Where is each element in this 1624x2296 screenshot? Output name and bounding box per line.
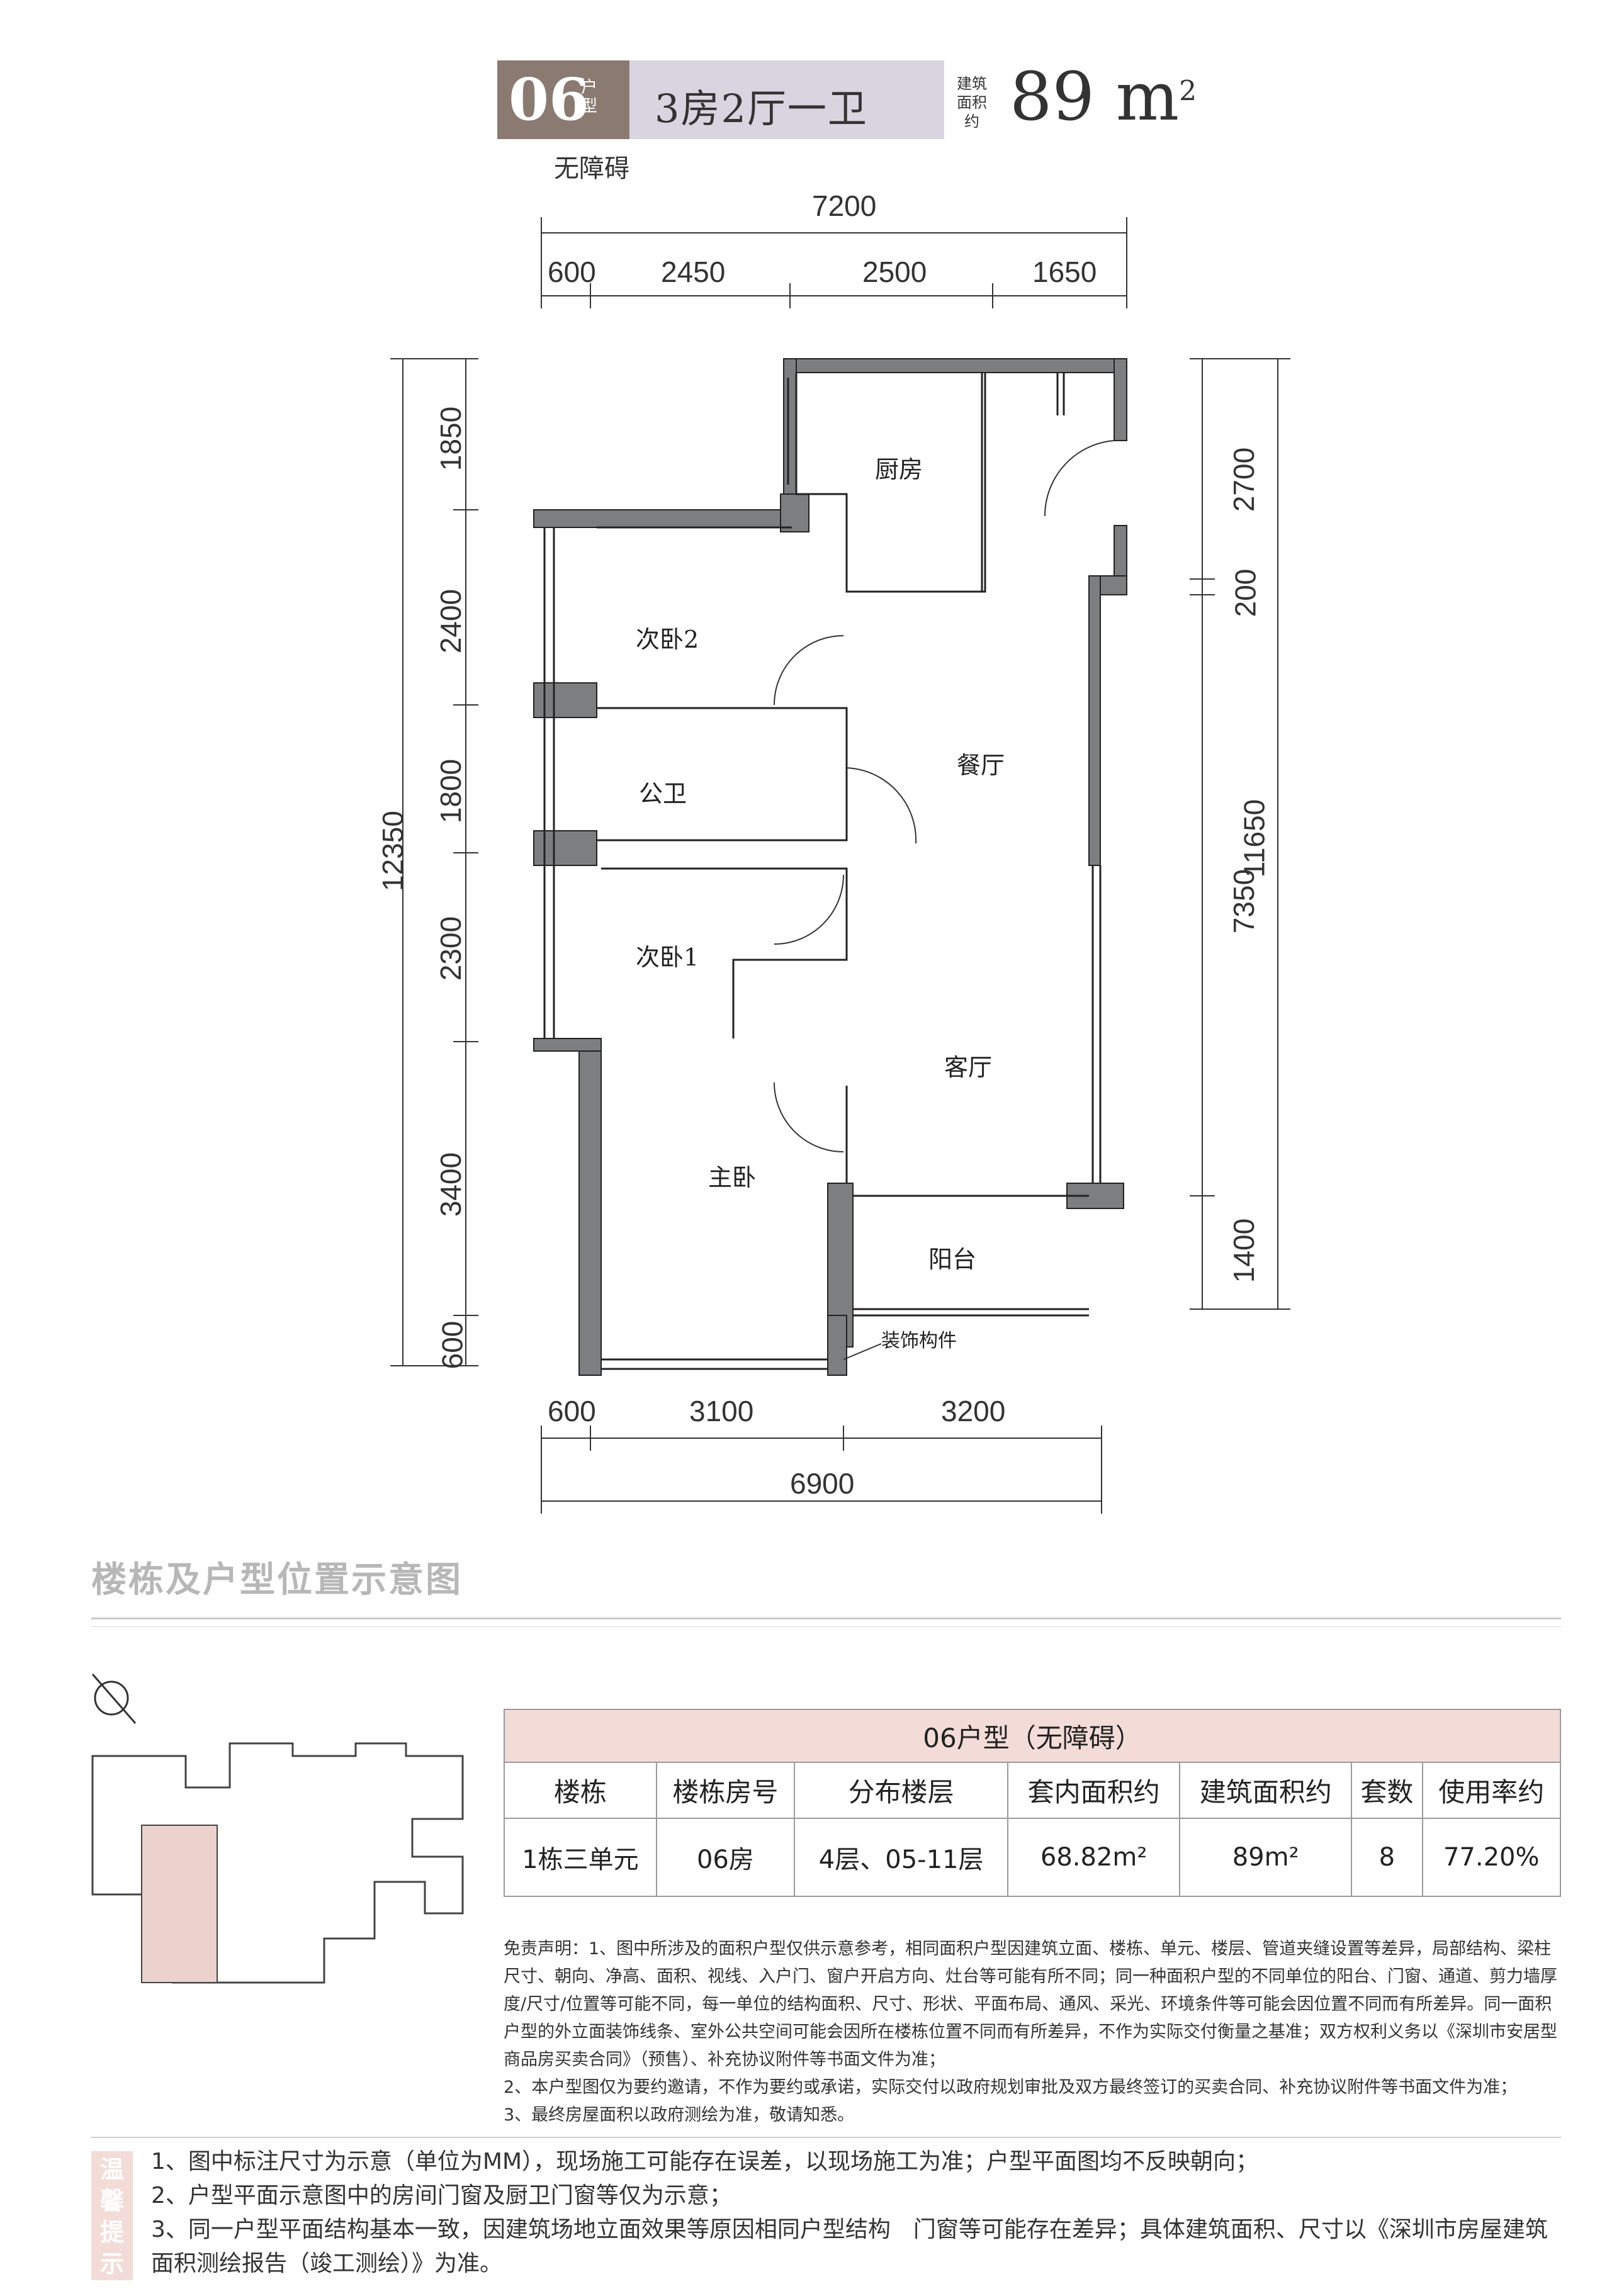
dim-top-seg: 2500 bbox=[862, 256, 927, 288]
dim-bottom-seg: 600 bbox=[548, 1395, 596, 1427]
table-cell: 77.20% bbox=[1421, 1818, 1561, 1897]
tips: 1、图中标注尺寸为示意（单位为MM），现场施工可能存在误差，以现场施工为准；户型… bbox=[151, 2145, 1561, 2281]
dim-right-seg: 7350 bbox=[1227, 869, 1261, 934]
dim-right-seg: 200 bbox=[1229, 568, 1262, 617]
unit-suffix: 户型 bbox=[580, 78, 597, 116]
table-cell: 4层、05-11层 bbox=[794, 1818, 1009, 1897]
table-header: 套数 bbox=[1351, 1762, 1423, 1819]
dim-top-total: 7200 bbox=[812, 189, 877, 222]
north-arrow-icon bbox=[91, 1674, 137, 1724]
table-cell: 8 bbox=[1351, 1818, 1423, 1897]
table-header: 分布楼层 bbox=[794, 1762, 1009, 1819]
table-header: 楼栋房号 bbox=[655, 1762, 796, 1819]
dim-left-seg: 2400 bbox=[434, 588, 468, 654]
tip-line: 1、图中标注尺寸为示意（单位为MM），现场施工可能存在误差，以现场施工为准；户型… bbox=[151, 2149, 1259, 2175]
disclaimer-line: 3、最终房屋面积以政府测绘为准，敬请知悉。 bbox=[504, 2105, 855, 2125]
disclaimer-line: 免责声明：1、图中所涉及的面积户型仅供示意参考，相同面积户型因建筑立面、楼栋、单… bbox=[504, 1939, 1557, 2069]
dim-left-seg: 600 bbox=[436, 1320, 469, 1370]
room-bedroom-1: 次卧1 bbox=[636, 943, 699, 971]
room-dining: 餐厅 bbox=[957, 751, 1005, 779]
area-value: 89 m2 bbox=[1010, 58, 1197, 135]
room-count: 3房2厅一卫 bbox=[655, 86, 868, 132]
dim-right-total: 11650 bbox=[1238, 799, 1271, 878]
dim-right-seg: 2700 bbox=[1227, 447, 1261, 512]
tip-line: 2、户型平面示意图中的房间门窗及厨卫门窗等仅为示意； bbox=[151, 2183, 732, 2209]
dim-top-seg: 2450 bbox=[661, 256, 726, 288]
unit-code: 06 bbox=[509, 65, 590, 133]
dim-bottom-seg: 3200 bbox=[941, 1395, 1006, 1427]
dim-left-seg: 1800 bbox=[434, 758, 468, 824]
dim-bottom-seg: 3100 bbox=[689, 1395, 754, 1427]
table-header: 使用率约 bbox=[1421, 1762, 1561, 1819]
dim-left-seg: 2300 bbox=[434, 916, 468, 981]
unit-code-badge: 06 户型 bbox=[497, 60, 629, 139]
disclaimer: 免责声明：1、图中所涉及的面积户型仅供示意参考，相同面积户型因建筑立面、楼栋、单… bbox=[504, 1935, 1561, 2129]
tip-line: 3、同一户型平面结构基本一致，因建筑场地立面效果等原因相同户型结构 门窗等可能存… bbox=[151, 2217, 1548, 2276]
room-bathroom: 公卫 bbox=[639, 780, 687, 808]
room-count-badge: 3房2厅一卫 bbox=[629, 60, 944, 139]
room-living: 客厅 bbox=[944, 1054, 993, 1081]
table-cell: 89m² bbox=[1179, 1818, 1353, 1897]
table-header: 建筑面积约 bbox=[1179, 1762, 1353, 1819]
dim-right-seg: 1400 bbox=[1227, 1218, 1261, 1283]
table-caption: 06户型（无障碍） bbox=[504, 1709, 1561, 1763]
room-balcony: 阳台 bbox=[928, 1246, 977, 1273]
decor-component-label: 装饰构件 bbox=[881, 1330, 957, 1352]
room-kitchen: 厨房 bbox=[875, 456, 923, 483]
dim-left-seg: 3400 bbox=[434, 1152, 468, 1217]
tips-badge: 温馨提示 bbox=[91, 2151, 133, 2280]
dim-left-total: 12350 bbox=[376, 811, 409, 891]
dim-top-seg: 1650 bbox=[1032, 256, 1097, 288]
divider bbox=[91, 2137, 1561, 2138]
divider bbox=[91, 1618, 1561, 1619]
divider bbox=[91, 1626, 1561, 1627]
table-cell: 06房 bbox=[655, 1818, 796, 1897]
area-label: 建筑面积约 bbox=[957, 75, 987, 130]
disclaimer-line: 2、本户型图仅为要约邀请，不作为要约或承诺，实际交付以政府规划审批及双方最终签订… bbox=[504, 2078, 1518, 2097]
room-bedroom-2: 次卧2 bbox=[636, 626, 699, 653]
dim-top-seg: 600 bbox=[548, 256, 596, 288]
unit-info-table: 06户型（无障碍） 楼栋 楼栋房号 分布楼层 套内面积约 建筑面积约 套数 使用… bbox=[504, 1709, 1561, 1897]
section-title: 楼栋及户型位置示意图 bbox=[91, 1559, 463, 1601]
table-cell: 1栋三单元 bbox=[504, 1818, 657, 1897]
accessibility-label: 无障碍 bbox=[554, 154, 629, 183]
table-header: 套内面积约 bbox=[1007, 1762, 1181, 1819]
room-master: 主卧 bbox=[708, 1164, 757, 1191]
dim-bottom-total: 6900 bbox=[790, 1467, 855, 1500]
table-header: 楼栋 bbox=[504, 1762, 657, 1819]
site-key-plan bbox=[91, 1674, 464, 1984]
table-cell: 68.82m² bbox=[1007, 1818, 1181, 1897]
floor-plan bbox=[390, 217, 1290, 1514]
dim-left-seg: 1850 bbox=[434, 406, 468, 471]
